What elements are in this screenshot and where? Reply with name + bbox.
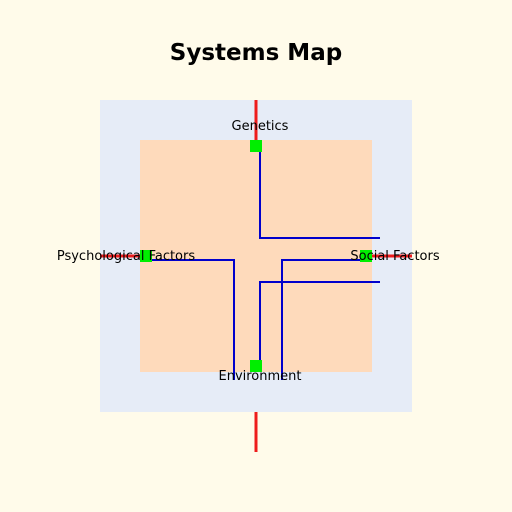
node-label-social: Social Factors	[350, 249, 439, 264]
diagram-title: Systems Map	[170, 40, 342, 66]
connector-psychological-environment	[146, 259, 235, 380]
connector-social-environment-outer	[281, 259, 366, 380]
connector-social-environment-inner	[259, 281, 380, 366]
node-label-genetics: Genetics	[232, 119, 289, 134]
connector-genetics-social	[259, 146, 380, 239]
node-label-psychological: Psychological Factors	[57, 249, 195, 264]
node-marker-social	[360, 250, 372, 262]
node-marker-psychological	[140, 250, 152, 262]
inner-region	[140, 140, 372, 372]
node-marker-environment	[250, 360, 262, 372]
node-marker-genetics	[250, 140, 262, 152]
node-label-environment: Environment	[218, 369, 301, 384]
